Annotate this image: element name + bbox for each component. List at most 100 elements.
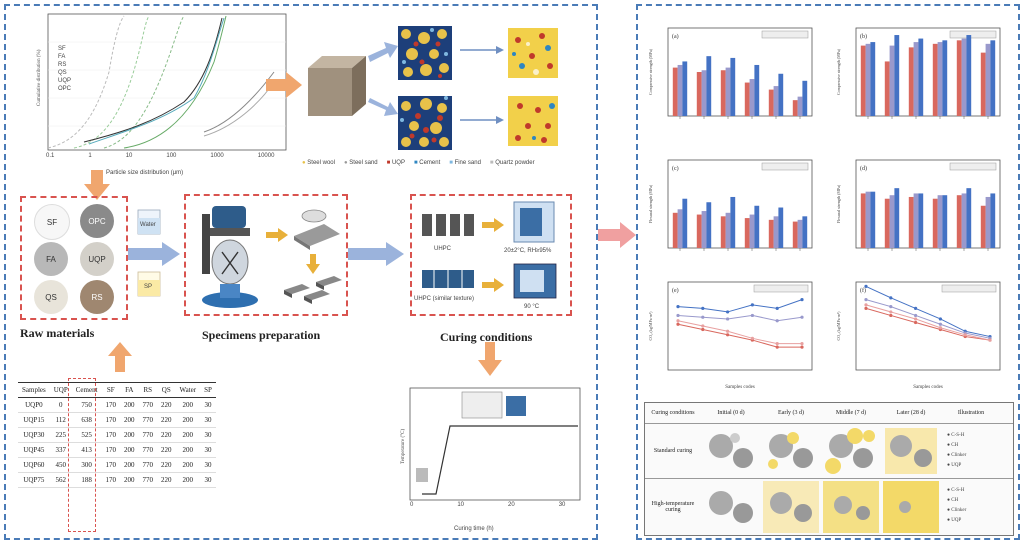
curing-label-standard: 20±2°C, RH≥95% <box>504 248 552 254</box>
psd-xtick: 1000 <box>210 153 224 159</box>
data-point <box>889 310 893 314</box>
psd-xtick: 0.1 <box>46 153 55 159</box>
micro-hot-middle <box>823 481 879 533</box>
bar <box>696 214 702 248</box>
mix-table-cell: UQP0 <box>18 397 50 413</box>
arrow-right-icon <box>348 242 404 266</box>
data-point <box>914 320 918 325</box>
curing-header-cell: Curing conditions <box>651 410 695 416</box>
bar <box>725 212 731 248</box>
bar <box>956 40 962 116</box>
bar <box>778 73 784 116</box>
legend-box <box>761 162 809 171</box>
mix-table-cell: 200 <box>175 427 201 443</box>
plot-area <box>667 281 813 371</box>
data-point <box>676 322 680 326</box>
curing-row-standard: Standard curing ● C-S-H● CH● Clinker● UQ… <box>645 424 1013 479</box>
data-point <box>726 329 730 333</box>
uqp-highlight <box>68 378 96 532</box>
psd-curve-label: OPC <box>58 86 72 92</box>
series-line <box>677 314 803 322</box>
mix-table-cell: UQP30 <box>18 427 50 443</box>
chart-ylabel: CO₂ (kg/MPa·m³) <box>836 311 841 341</box>
curing-header-cell: Later (28 d) <box>896 410 926 416</box>
raw-materials-box: SF OPC FA UQP QS RS <box>20 196 128 320</box>
data-point <box>963 333 967 337</box>
mix-table-cell: 225 <box>49 427 72 443</box>
mix-table-cell: 200 <box>120 442 139 458</box>
psd-chart: Cumulative distribution (%) <box>37 13 287 151</box>
mix-table-cell: 170 <box>101 427 121 443</box>
mix-table-header: QS <box>157 382 176 398</box>
bar <box>778 207 784 248</box>
legend-3d: ● Steel wool ● Steel sand ■ UQP ■ Cement… <box>302 160 535 166</box>
chart-xlabel: Samples codes <box>913 385 943 390</box>
svg-text:● UQP: ● UQP <box>947 518 961 523</box>
plot-area <box>855 159 1001 249</box>
data-point <box>914 317 918 321</box>
arrow-right-icon <box>266 72 302 98</box>
bar <box>672 212 678 248</box>
bar <box>961 193 967 248</box>
micro-hot-early <box>763 481 819 533</box>
bar <box>773 86 779 116</box>
series-line <box>677 299 803 313</box>
data-point <box>701 327 705 332</box>
svg-text:● UQP: ● UQP <box>947 463 961 468</box>
plot-area <box>667 27 813 117</box>
bar <box>797 96 803 116</box>
curing-row-label: High-temperature curing <box>651 501 695 513</box>
curing-header-cell: Illustration <box>957 410 985 416</box>
svg-text:● C-S-H: ● C-S-H <box>947 488 965 493</box>
bar <box>802 216 808 248</box>
micro-legend: ● C-S-H● CH● Clinker● UQP <box>947 433 967 468</box>
data-point <box>750 336 754 340</box>
chart-label: (b) <box>860 33 867 40</box>
legend-item: ■ Quartz powder <box>489 160 535 166</box>
mix-table-cell: 30 <box>200 427 216 443</box>
data-point <box>938 322 942 326</box>
mix-table-cell: 30 <box>200 442 216 458</box>
mix-table-cell: 200 <box>120 397 139 413</box>
curing-chart-xticks: 0 10 20 30 <box>410 502 565 508</box>
data-point <box>676 319 680 323</box>
bar <box>749 214 755 248</box>
mix-table-cell: 170 <box>101 397 121 413</box>
curing-chamber-icon <box>513 201 555 243</box>
particle-slice-icon <box>508 96 558 146</box>
bar <box>985 196 991 248</box>
chart-label: (a) <box>672 33 679 40</box>
svg-text:● C-S-H: ● C-S-H <box>947 433 965 438</box>
mix-table-cell: 30 <box>200 472 216 488</box>
bar <box>682 61 688 116</box>
curing-illustration-header: Curing conditions Initial (0 d) Early (3… <box>645 403 1013 424</box>
chart-label: (f) <box>860 287 866 294</box>
mix-table-cell: 200 <box>120 412 139 428</box>
svg-text:● CH: ● CH <box>947 443 959 448</box>
bar <box>701 211 707 248</box>
beaker-icon <box>137 271 161 297</box>
mix-table-header: Cement <box>71 382 102 398</box>
material-uqp: UQP <box>80 242 114 276</box>
mix-table-cell: 562 <box>49 472 72 488</box>
mix-table-cell: 170 <box>101 412 121 428</box>
legend-item: ■ Cement <box>413 160 441 166</box>
water-label: Water <box>140 222 156 228</box>
bar <box>966 35 972 116</box>
right-panel: (a)Compressive strength (MPa) (b)Compres… <box>636 4 1020 540</box>
legend-label: Fine sand <box>454 160 481 166</box>
particle-slice-icon <box>508 28 558 78</box>
mix-table-cell: UQP45 <box>18 442 50 458</box>
legend-item: ● Steel wool <box>302 160 335 166</box>
line-chart-e: (e)CO₂ (kg/MPa·m³)Samples codes <box>648 281 813 390</box>
bar <box>706 202 712 248</box>
data-point <box>938 317 942 321</box>
arrow-right-icon <box>128 242 180 266</box>
data-point <box>701 315 705 319</box>
legend-item: ■ UQP <box>386 160 405 166</box>
micro-hot-later <box>883 481 939 533</box>
particle-cube-icon <box>398 26 452 80</box>
mix-table-cell: 770 <box>138 397 158 413</box>
bar <box>749 79 755 116</box>
